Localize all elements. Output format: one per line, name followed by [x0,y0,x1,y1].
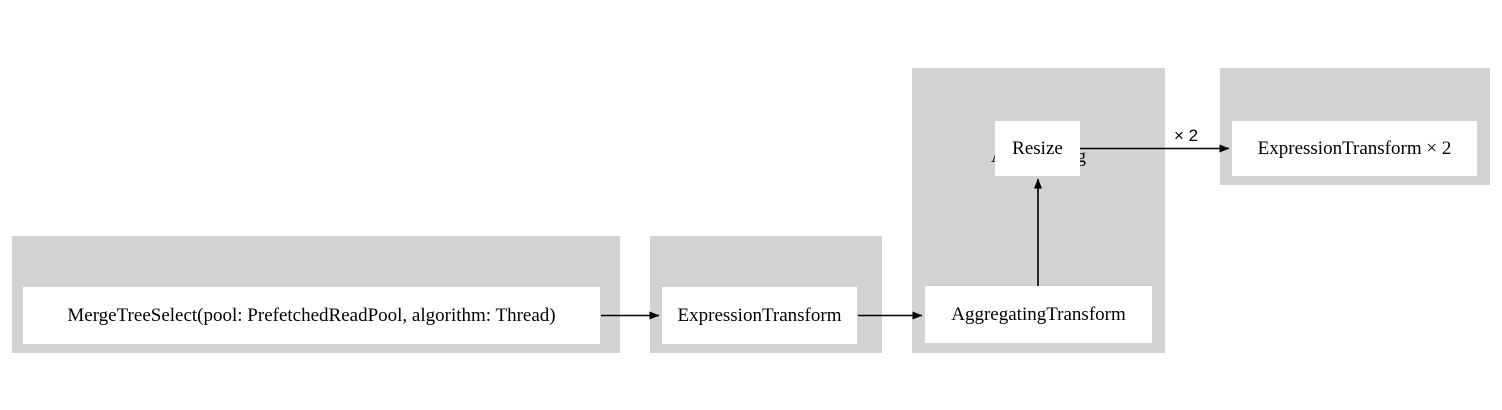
node-label-aggregating-transform: AggregatingTransform [951,303,1126,325]
edge-label-resize-to-expression-transform-x2: × 2 [1174,126,1199,145]
node-aggregating-transform[interactable]: AggregatingTransform [925,286,1152,343]
node-merge-tree-select[interactable]: MergeTreeSelect(pool: PrefetchedReadPool… [23,287,600,344]
node-resize[interactable]: Resize [995,121,1080,176]
node-expression-transform-x2[interactable]: ExpressionTransform × 2 [1232,121,1477,176]
node-label-resize: Resize [1012,137,1063,159]
node-label-merge-tree-select: MergeTreeSelect(pool: PrefetchedReadPool… [67,304,556,326]
node-expression-transform[interactable]: ExpressionTransform [662,287,857,344]
node-label-expression-transform-x2: ExpressionTransform × 2 [1257,137,1452,159]
node-label-expression-transform: ExpressionTransform [677,304,842,326]
